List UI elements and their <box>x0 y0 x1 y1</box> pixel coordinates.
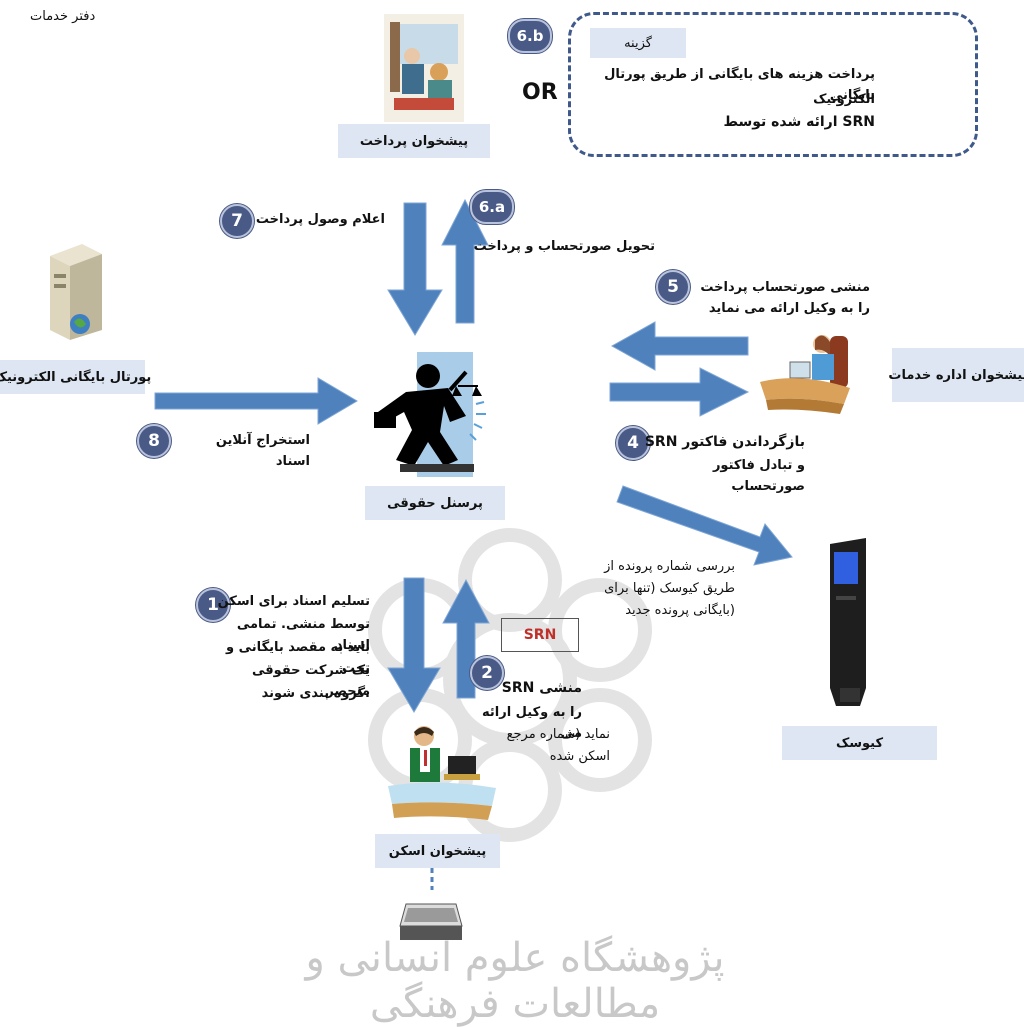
step-6a-badge: 6.a <box>470 190 514 224</box>
option-line-1: پرداخت هزینه های بایگانی از طریق پورتال … <box>604 67 875 103</box>
arrow-kiosk-diagonal <box>616 485 793 566</box>
option-header: گزینه <box>590 28 686 58</box>
kiosk-label: کیوسک <box>782 726 937 760</box>
arrow-step5-left <box>610 321 749 371</box>
option-line-2: الکترونیک <box>813 92 875 107</box>
step-2-text-4: اسکن شده <box>549 749 610 764</box>
step-8-text: استخراج آنلاین اسناد <box>215 433 310 469</box>
payment-desk-label: پیشخوان پرداخت <box>338 124 490 158</box>
kiosk-image <box>830 538 866 706</box>
option-line-3: SRN ارائه شده توسط <box>723 114 875 130</box>
step-5-badge: 5 <box>656 270 690 304</box>
step-1-text-4: یک شرکت حقوقی منحصر <box>252 663 370 699</box>
arrow-step6a-up <box>441 198 489 324</box>
services-desk-label: پیشخوان اداره خدمات <box>888 348 1024 402</box>
legal-staff-label: پرسنل حقوقی <box>365 486 505 520</box>
srn-badge: SRN <box>501 618 579 652</box>
payment-desk-image <box>384 14 464 122</box>
step-6b-badge: 6.b <box>508 19 552 53</box>
or-label: OR <box>522 80 558 105</box>
step-6a-text: تحویل صورتحساب و پرداخت <box>473 239 655 254</box>
services-desk-image <box>760 335 850 414</box>
corner-title: دفتر خدمات <box>30 9 96 24</box>
step-5-text-2: را به وکیل ارائه می نماید <box>708 301 870 316</box>
step-2-text-1: منشی SRN <box>501 680 582 696</box>
legal-staff-figure <box>374 364 486 472</box>
step-1-text-2: توسط منشی. تمامی اسناد <box>236 617 370 653</box>
step-2-text-3: نماید (شماره مرجع <box>506 727 610 742</box>
step-2-text-2: را به وکیل ارائه می <box>482 705 582 741</box>
server-icon <box>50 244 102 340</box>
step-1-text-5: .گروه بندی شوند <box>261 686 370 701</box>
arrow-step7-down <box>387 202 443 336</box>
scanner-icon <box>399 903 463 940</box>
step-1-text-1: تسلیم اسناد برای اسکن <box>217 594 370 609</box>
arrow-step4-right <box>609 367 750 417</box>
step-8-badge: 8 <box>137 424 171 458</box>
scan-desk-label: پیشخوان اسکن <box>375 834 500 868</box>
step-4-text-2: و تبادل فاکتور صورتحساب <box>712 458 805 494</box>
e-archive-portal-label: پورتال بایگانی الکترونیک <box>0 360 151 394</box>
scan-desk-image <box>388 726 496 820</box>
arrow-step8-right <box>154 377 358 425</box>
step-2-badge: 2 <box>470 656 504 690</box>
kiosk-note-1: بررسی شماره پرونده از <box>604 559 735 574</box>
step-1-badge: 1 <box>196 588 230 622</box>
option-box <box>568 12 978 157</box>
step-1-text-3: باید به مقصد بایگانی و تحت <box>226 640 370 676</box>
step-4-text-1: بازگرداندن فاکتور SRN <box>644 434 805 450</box>
arrow-step1-down <box>387 577 441 713</box>
kiosk-note-3: (بایگانی پرونده جدید <box>625 603 735 618</box>
step-4-badge: 4 <box>616 426 650 460</box>
step-7-badge: 7 <box>220 204 254 238</box>
step-7-text: اعلام وصول پرداخت <box>255 212 385 227</box>
step-5-text-1: منشی صورتحساب پرداخت <box>700 280 870 295</box>
kiosk-note-2: طریق کیوسک (تنها برای <box>604 581 735 596</box>
